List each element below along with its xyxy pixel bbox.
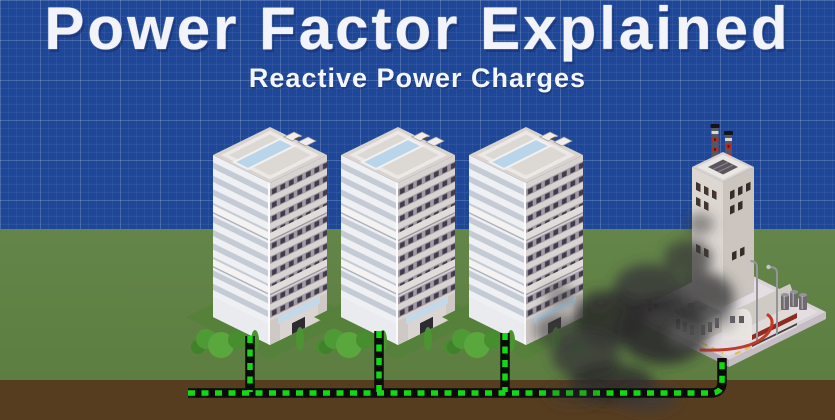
smoke-cloud [534,213,736,412]
light-poles [746,258,778,341]
storage-tanks [781,290,807,310]
dirt-underground [0,380,835,420]
page-title: Power Factor Explained [44,0,791,62]
blueprint-sky-background [0,0,835,229]
page-subtitle: Reactive Power Charges [248,63,587,93]
smoke-wisp-foreground [545,383,605,407]
red-pipe [699,313,774,352]
underground-power-cable [188,331,727,398]
